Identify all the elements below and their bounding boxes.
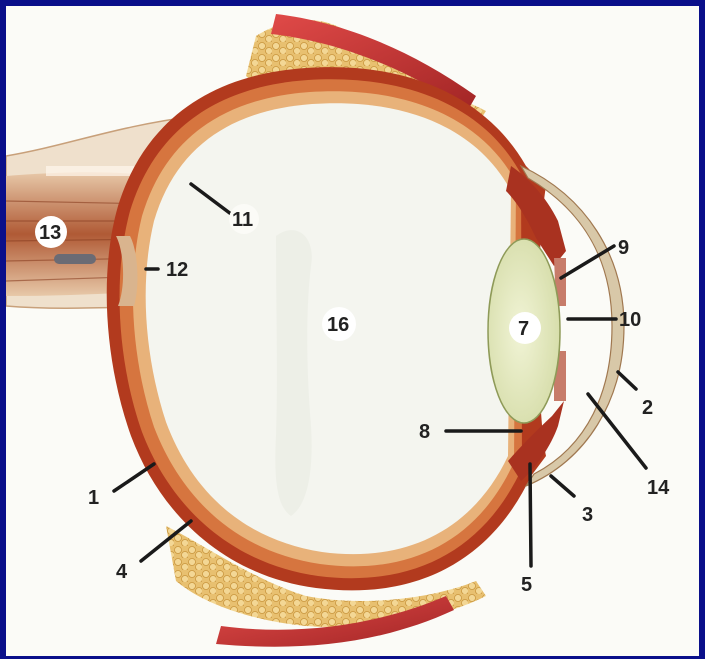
label-13: 13 — [39, 222, 61, 244]
eye-anatomy-figure: 1 2 3 4 5 7 8 9 10 11 12 13 14 16 — [6, 6, 699, 656]
leader-line-14 — [588, 394, 646, 468]
label-7: 7 — [518, 318, 529, 340]
label-2: 2 — [642, 397, 653, 419]
label-1: 1 — [88, 487, 99, 509]
label-9: 9 — [618, 237, 629, 259]
eye-diagram: 1 2 3 4 5 7 8 9 10 11 12 13 14 16 — [6, 6, 699, 656]
label-5: 5 — [521, 574, 532, 596]
label-11: 11 — [232, 209, 253, 231]
leader-line-3 — [551, 476, 574, 496]
central-artery — [54, 254, 96, 264]
leader-line-5 — [530, 464, 531, 566]
label-10: 10 — [619, 309, 641, 331]
label-3: 3 — [582, 504, 593, 526]
label-4: 4 — [116, 561, 128, 583]
leader-line-1 — [114, 464, 154, 491]
label-8: 8 — [419, 421, 430, 443]
label-14: 14 — [647, 477, 670, 499]
label-12: 12 — [166, 259, 188, 281]
label-16: 16 — [327, 314, 349, 336]
leader-line-2 — [618, 372, 636, 389]
